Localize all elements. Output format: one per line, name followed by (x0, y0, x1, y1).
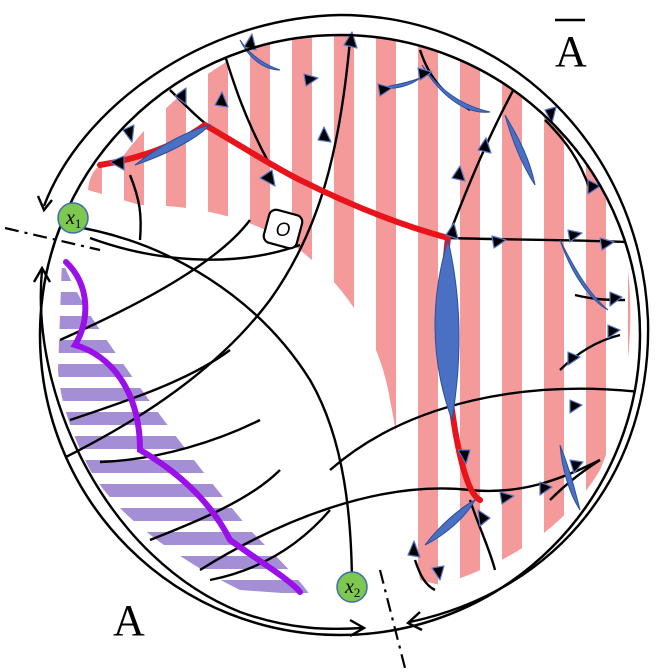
purple-path (63, 259, 303, 595)
arrow-icon (303, 73, 319, 87)
arrow-icon (407, 540, 421, 558)
endpoint-x2[interactable]: x2 (336, 571, 368, 603)
boundary-point-icon[interactable] (336, 571, 368, 603)
arrow-icon (451, 165, 466, 182)
arrow-icon (122, 124, 135, 143)
arrow-icon (569, 459, 584, 474)
arrowhead-group (109, 31, 623, 581)
arrow-icon (317, 126, 332, 143)
arrow-icon (174, 87, 187, 105)
tensor-lens-group (134, 39, 609, 546)
cut-lines (4, 226, 407, 669)
arrow-icon (587, 179, 601, 195)
red-stripe-region (88, 35, 631, 585)
arrow-icon (417, 67, 433, 81)
region-a-bar-label-group: A (555, 18, 587, 76)
cut-line-bottom (378, 569, 407, 669)
arrow-a-interval (39, 269, 363, 631)
arrow-icon (445, 222, 459, 240)
arrow-icon (377, 83, 393, 97)
arrow-icon (567, 229, 583, 243)
arrow-icon (477, 509, 491, 527)
boundary-point-icon[interactable] (57, 202, 89, 234)
arrow-icon (569, 399, 583, 414)
region-a-bar-label: A (555, 27, 587, 76)
boundary-circle (38, 33, 642, 637)
arrow-icon (214, 91, 229, 108)
arrow-icon (457, 449, 471, 465)
boundary-interval-arrows (32, 13, 650, 638)
arrow-icon (343, 31, 358, 49)
endpoint-x2-label: x2 (344, 576, 360, 600)
endpoint-x1-label: x1 (65, 207, 81, 231)
region-a-label: A (113, 596, 145, 645)
endpoint-x1[interactable]: x1 (57, 202, 89, 234)
arrow-icon (109, 155, 125, 171)
arrow-icon (607, 324, 621, 339)
arrow-a-bar-interval (42, 13, 650, 624)
arrow-icon (259, 169, 276, 187)
arrow-icon (499, 491, 515, 505)
arrow-icon (431, 565, 445, 581)
arrow-icon (544, 106, 557, 124)
arrow-icon (491, 235, 507, 249)
arrow-icon (567, 351, 581, 366)
arrow-icon (599, 237, 615, 251)
arrow-icon (609, 291, 623, 307)
arrow-icon (539, 481, 553, 496)
bulk-operator-icon: O (262, 208, 304, 250)
arrow-icon (477, 137, 492, 154)
operator-label: O (276, 220, 291, 241)
